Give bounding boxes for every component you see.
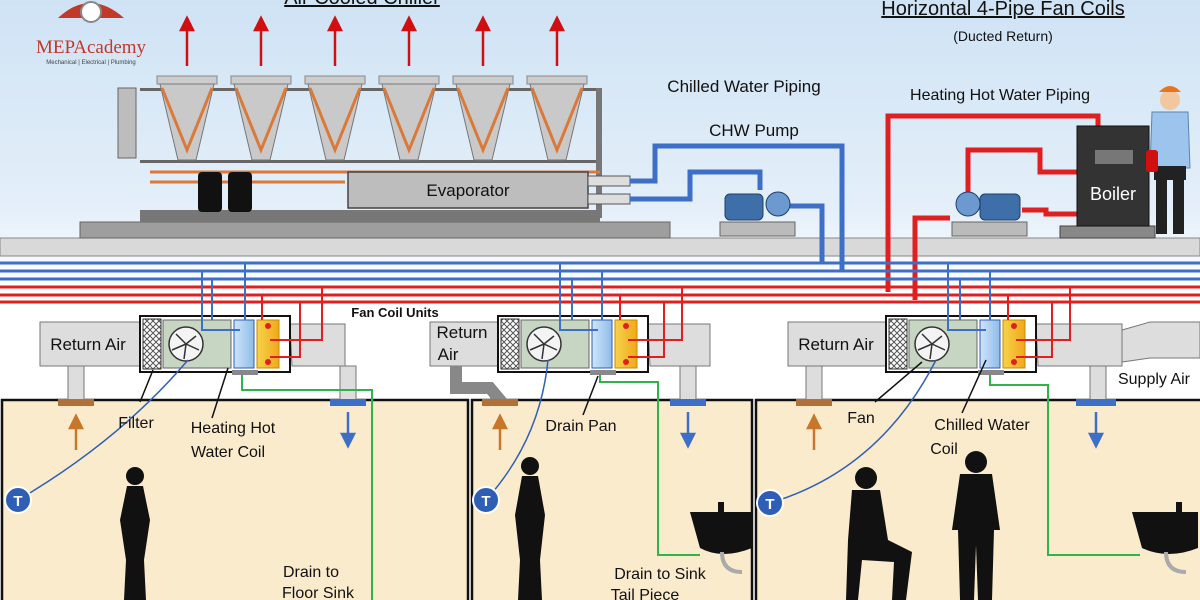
chw-coil-label-line1: Chilled Water	[934, 417, 1030, 434]
condenser-fan	[452, 75, 514, 161]
return-grille	[482, 399, 518, 406]
woman-silhouette-1	[120, 467, 150, 600]
return-air-label-line1: Return	[436, 323, 487, 342]
thermostat-symbol: T	[765, 496, 774, 513]
filter	[888, 318, 908, 370]
thermostat-3: T	[756, 359, 937, 517]
airflow-arrows	[67, 412, 1105, 450]
return-air-label-line2: Air	[438, 345, 459, 364]
condenser-fan	[156, 75, 218, 161]
woman-silhouette-2	[515, 457, 545, 600]
thermostat-symbol: T	[13, 493, 22, 510]
condenser-fan	[230, 75, 292, 161]
air-cooled-chiller: Evaporator	[117, 15, 631, 222]
condenser-fan	[378, 75, 440, 161]
fancoil-title: Horizontal 4-Pipe Fan Coils	[881, 0, 1124, 20]
drain-pan	[590, 370, 616, 375]
fan-coil-unit-3: Return Air	[787, 263, 1200, 556]
filter	[142, 318, 162, 370]
drain-floor-label-line1: Drain to	[283, 564, 339, 581]
chilled-water-roof-piping	[630, 143, 845, 270]
supply-grille	[670, 399, 706, 406]
supply-air-duct	[289, 323, 346, 367]
supply-grille	[1076, 399, 1116, 406]
chilled-water-piping-label: Chilled Water Piping	[667, 77, 820, 96]
compressor	[198, 172, 222, 212]
drain-pan	[232, 370, 258, 375]
sink-room-2	[690, 502, 752, 574]
chilled-water-coil	[979, 319, 1001, 369]
thermostat-icon	[756, 489, 784, 517]
hhw-coil-label-line1: Heating Hot	[191, 420, 276, 437]
room-1	[0, 398, 470, 600]
supply-air-duct	[647, 323, 711, 367]
hot-water-roof-piping	[885, 113, 1101, 300]
discharge-arrows	[178, 15, 566, 66]
thermostat-1: T	[4, 359, 189, 514]
sink-room-3	[1132, 502, 1198, 574]
supply-air-label: Supply Air	[1118, 371, 1191, 388]
condenser-fan	[526, 75, 588, 161]
thermostat-2: T	[472, 359, 549, 514]
roof-slab	[0, 237, 1200, 257]
fan-label: Fan	[847, 410, 875, 427]
distribution-mains	[0, 261, 1200, 304]
thermostat-icon	[472, 486, 500, 514]
person-silhouettes	[120, 451, 1000, 600]
condensate-drain	[241, 375, 373, 600]
chiller-pad	[79, 221, 671, 239]
logo-tagline: Mechanical | Electrical | Plumbing	[46, 60, 136, 66]
filter-label: Filter	[118, 415, 154, 432]
chilled-water-coil	[591, 319, 613, 369]
drain-sink-label-line1: Drain to Sink	[614, 566, 707, 583]
chw-pump	[719, 191, 796, 237]
mep-academy-logo: MEPAcademy Mechanical | Electrical | Plu…	[36, 1, 147, 66]
drain-pan-label: Drain Pan	[545, 418, 616, 435]
return-air-label: Return Air	[50, 335, 126, 354]
chiller-title: Air Cooled Chiller	[284, 0, 440, 9]
hhw-coil-label-line2: Water Coil	[191, 444, 265, 461]
boiler-label: Boiler	[1090, 184, 1136, 204]
return-air-duct	[39, 321, 141, 367]
drain-floor-label-line2: Floor Sink	[282, 585, 355, 600]
heating-hot-water-piping-label: Heating Hot Water Piping	[910, 87, 1090, 104]
return-grille	[796, 399, 832, 406]
chilled-water-coil	[233, 319, 255, 369]
fan-coil-unit-1: Return Air	[39, 263, 373, 600]
boiler: Boiler	[1059, 125, 1156, 239]
thermostat-icon	[4, 486, 32, 514]
condenser-fan	[304, 75, 366, 161]
return-air-duct	[429, 321, 499, 367]
worker-figure	[1146, 86, 1191, 234]
fan-coil-units-label: Fan Coil Units	[351, 305, 438, 320]
evaporator	[347, 171, 589, 209]
supply-grille	[330, 399, 366, 406]
chw-pump-label: CHW Pump	[709, 121, 799, 140]
compressor	[228, 172, 252, 212]
fan-coil-unit-2: Return Air	[429, 263, 711, 556]
man-standing-silhouette	[952, 451, 1000, 600]
supply-air-duct	[1035, 323, 1123, 367]
condenser-fans	[156, 75, 588, 161]
drain-pan	[978, 370, 1004, 375]
hw-pump	[951, 191, 1028, 237]
filter	[500, 318, 520, 370]
man-seated-silhouette	[846, 467, 912, 600]
chw-coil-label-line2: Coil	[930, 441, 958, 458]
drain-sink-label-line2: Tail Piece	[611, 587, 680, 600]
rooms	[0, 398, 1200, 600]
fancoil-subtitle: (Ducted Return)	[953, 28, 1053, 44]
return-grille	[58, 399, 94, 406]
thermostat-symbol: T	[481, 493, 490, 510]
logo-name: MEPAcademy	[36, 37, 147, 58]
return-air-label: Return Air	[798, 335, 874, 354]
room-2	[470, 398, 754, 600]
evaporator-label: Evaporator	[426, 181, 509, 200]
condensate-drain	[989, 375, 1140, 556]
condensate-drain	[599, 375, 700, 556]
